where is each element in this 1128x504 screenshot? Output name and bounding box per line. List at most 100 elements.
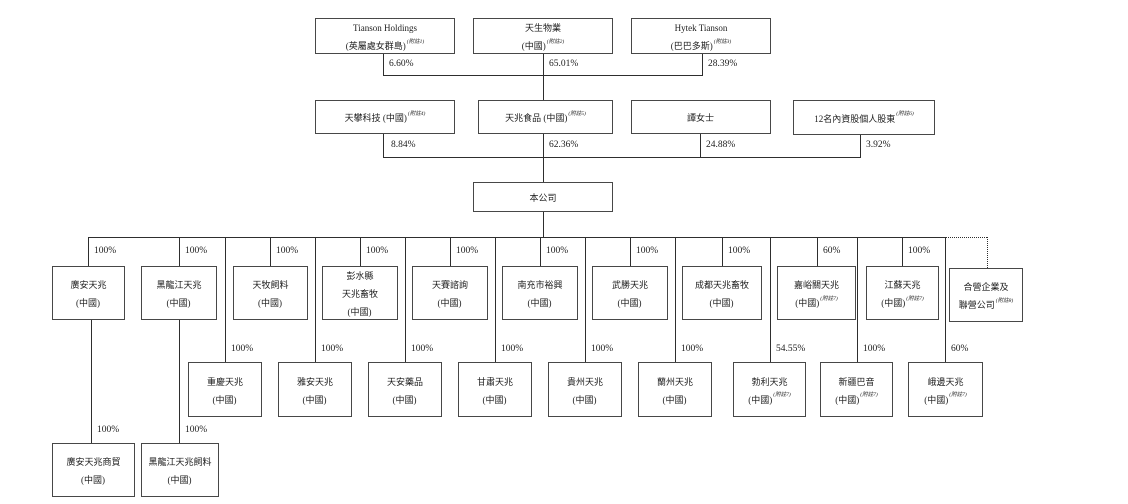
connector [179,320,180,443]
node-label: 彭水縣 天兆畜牧 (中國) [341,271,378,317]
ownership-label: 6.60% [389,59,414,69]
connector [225,237,226,362]
node-label: 貴州天兆 (中國) [566,376,603,405]
node-ebian-tianzhao: 峨邊天兆 (中國)(附註7) [908,362,983,417]
ownership-label: 100% [231,344,254,354]
node-chengdu-tianzhao-husbandry: 成都天兆畜牧 (中國) [682,266,762,320]
node-madam-tan: 譚女士 [631,100,771,134]
node-jiangsu-tianzhao: 江蘇天兆 (中國)(附註7) [866,266,939,320]
node-label: 廣安天兆 (中國) [70,280,107,308]
node-label: 天兆食品 (中國) [505,113,568,123]
connector [543,157,544,182]
node-company: 本公司 [473,182,613,212]
node-label: 雅安天兆 (中國) [296,376,333,405]
connector [540,237,541,266]
node-hytek-tianson: Hytek Tianson (巴巴多斯)(附註3) [631,18,771,54]
footnote-ref: (附註6) [896,111,914,118]
connector [700,134,701,157]
footnote-ref: (附註7) [906,295,924,302]
node-label: 重慶天兆 (中國) [206,376,243,405]
connector [902,237,903,266]
ownership-label: 100% [863,344,886,354]
node-domestic-shareholders: 12名內資股個人股東(附註6) [793,100,935,135]
node-tiansheng-property: 天生物業 (中國)(附註2) [473,18,613,54]
node-label: 勃利天兆 (中國) [748,376,788,405]
ownership-label: 100% [276,246,299,256]
ownership-label: 65.01% [549,59,579,69]
ownership-label: 100% [681,344,704,354]
ownership-label: 8.84% [391,140,416,150]
connector [179,237,180,266]
connector [585,237,586,362]
connector [543,212,544,237]
node-label: 天賽諮詢 (中國) [431,280,468,308]
connector [450,237,451,266]
node-label: 新疆巴音 (中國) [835,376,875,405]
ownership-label: 24.88% [706,140,736,150]
connector [770,237,771,362]
node-yaan-tianzhao: 雅安天兆 (中國) [278,362,352,417]
node-guangan-trading: 廣安天兆商貿 (中國) [52,443,135,497]
ownership-label: 100% [185,246,208,256]
ownership-label: 100% [728,246,751,256]
node-label: 峨邊天兆 (中國) [924,376,964,405]
node-tiansai-consulting: 天賽諮詢 (中國) [412,266,488,320]
ownership-label: 100% [97,425,120,435]
connector-dashed [987,237,988,268]
ownership-label: 100% [94,246,117,256]
ownership-label: 100% [636,246,659,256]
node-label: 南充市裕興 (中國) [517,280,563,308]
node-label: 黑龍江天兆 (中國) [156,280,202,308]
ownership-label: 100% [591,344,614,354]
connector [88,237,89,266]
footnote-ref: (附註3) [713,38,732,45]
footnote-ref: (附註8) [995,297,1014,304]
footnote-ref: (附註7) [820,295,838,302]
node-label: 嘉峪關天兆 (中國) [793,280,839,308]
connector [383,157,861,158]
node-boli-tianzhao: 勃利天兆 (中國)(附註7) [733,362,806,417]
connector [630,237,631,266]
ownership-label: 100% [366,246,389,256]
node-chongqing-tianzhao: 重慶天兆 (中國) [188,362,262,417]
node-label: 成都天兆畜牧 (中國) [694,280,749,308]
node-label: 武勝天兆 (中國) [611,280,648,308]
node-label: 譚女士 [686,113,714,123]
ownership-label: 3.92% [866,140,891,150]
ownership-label: 62.36% [549,140,579,150]
ownership-label: 100% [185,425,208,435]
footnote-ref: (附註7) [860,392,878,399]
connector [702,54,703,75]
node-guangan-tianzhao: 廣安天兆 (中國) [52,266,125,320]
connector [860,135,861,157]
connector [315,237,316,362]
footnote-ref: (附註7) [773,392,791,399]
connector [405,237,406,362]
node-label: 甘肅天兆 (中國) [476,376,513,405]
node-xinjiang-bayin: 新疆巴音 (中國)(附註7) [820,362,893,417]
node-tianson-holdings: Tianson Holdings (英屬處女群島)(附註1) [315,18,455,54]
node-label: Tianson Holdings (英屬處女群島) [345,23,417,51]
connector [543,54,544,75]
connector [91,320,92,443]
connector [945,237,946,362]
node-tianzhao-food: 天兆食品 (中國)(附註5) [478,100,613,134]
connector-dashed [945,237,987,238]
connector [675,237,676,362]
node-jv-and-associates: 合營企業及 聯營公司(附註8) [949,268,1023,322]
ownership-label: 100% [411,344,434,354]
node-guizhou-tianzhao: 貴州天兆 (中國) [548,362,622,417]
connector [270,237,271,266]
node-label: 天安藥品 (中國) [386,376,423,405]
connector [722,237,723,266]
footnote-ref: (附註7) [949,392,967,399]
footnote-ref: (附註5) [568,110,586,117]
node-lanzhou-tianzhao: 蘭州天兆 (中國) [638,362,712,417]
node-tianmu-feed: 天牧飼料 (中國) [233,266,308,320]
node-label: 江蘇天兆 (中國) [881,280,921,308]
node-label: 合營企業及 聯營公司 [958,282,1009,310]
connector [857,237,858,362]
ownership-label: 100% [908,246,931,256]
node-heilongjiang-feed: 黑龍江天兆飼料 (中國) [141,443,219,497]
